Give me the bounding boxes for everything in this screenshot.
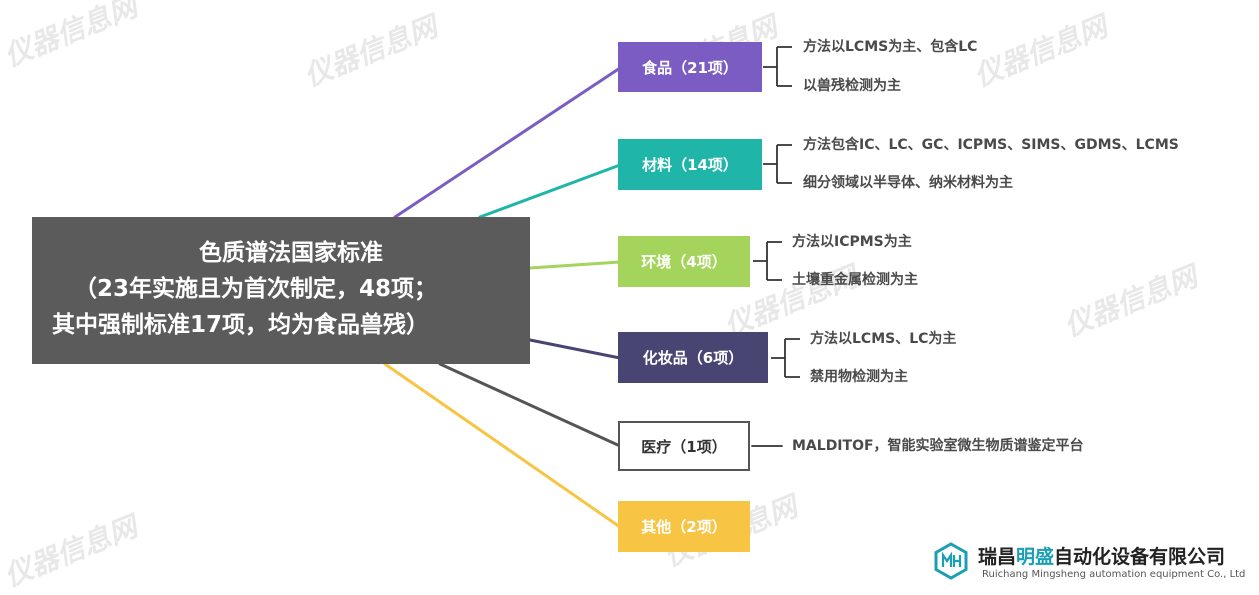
materials-detail-focus: 细分领域以半导体、纳米材料为主 (803, 175, 1013, 191)
root-title-line-1: 色质谱法国家标准 (199, 240, 383, 266)
root-title-line-2: （23年实施且为首次制定，48项； (74, 276, 438, 302)
category-node-materials: 材料（14项） (618, 139, 762, 190)
bracket-materials (763, 144, 792, 184)
company-subtitle: Ruichang Mingsheng automation equipment … (982, 569, 1246, 580)
company-name-part2: 自动化设备有限公司 (1054, 546, 1226, 568)
cosmetics-detail-focus: 禁用物检测为主 (810, 369, 908, 385)
company-name: 瑞昌明盛自动化设备有限公司 (978, 542, 1225, 569)
category-node-medical: 医疗（1项） (618, 421, 750, 471)
category-node-food: 食品（21项） (618, 42, 762, 92)
connector-medical (438, 362, 622, 448)
food-detail-method: 方法以LCMS为主、包含LC (803, 39, 978, 55)
bracket-environment (753, 241, 782, 281)
connector-materials (478, 163, 622, 219)
hexagon-mh-logo-icon (934, 542, 968, 580)
connector-food (393, 66, 622, 219)
category-node-environment: 环境（4项） (618, 236, 750, 287)
bracket-cosmetics (771, 338, 800, 378)
category-node-other: 其他（2项） (618, 501, 750, 552)
root-node: 色质谱法国家标准 （23年实施且为首次制定，48项； 其中强制标准17项，均为食… (32, 217, 530, 364)
root-title-line-3: 其中强制标准17项，均为食品兽残） (52, 312, 430, 338)
category-node-cosmetics: 化妆品（6项） (618, 332, 768, 383)
company-name-accent: 明盛 (1016, 546, 1055, 568)
food-detail-focus: 以兽残检测为主 (803, 78, 901, 94)
cosmetics-detail-method: 方法以LCMS、LC为主 (810, 331, 957, 347)
connector-cosmetics (528, 338, 622, 360)
company-logo: 瑞昌明盛自动化设备有限公司 Ruichang Mingsheng automat… (932, 540, 1258, 584)
materials-detail-method: 方法包含IC、LC、GC、ICPMS、SIMS、GDMS、LCMS (803, 137, 1179, 153)
connector-environment (528, 260, 622, 270)
connector-other (383, 362, 622, 529)
bracket-food (763, 46, 792, 87)
medical-detail: MALDITOF，智能实验室微生物质谱鉴定平台 (792, 438, 1084, 454)
environment-detail-focus: 土壤重金属检测为主 (792, 272, 918, 288)
company-name-part1: 瑞昌 (978, 546, 1017, 568)
environment-detail-method: 方法以ICPMS为主 (792, 234, 912, 250)
